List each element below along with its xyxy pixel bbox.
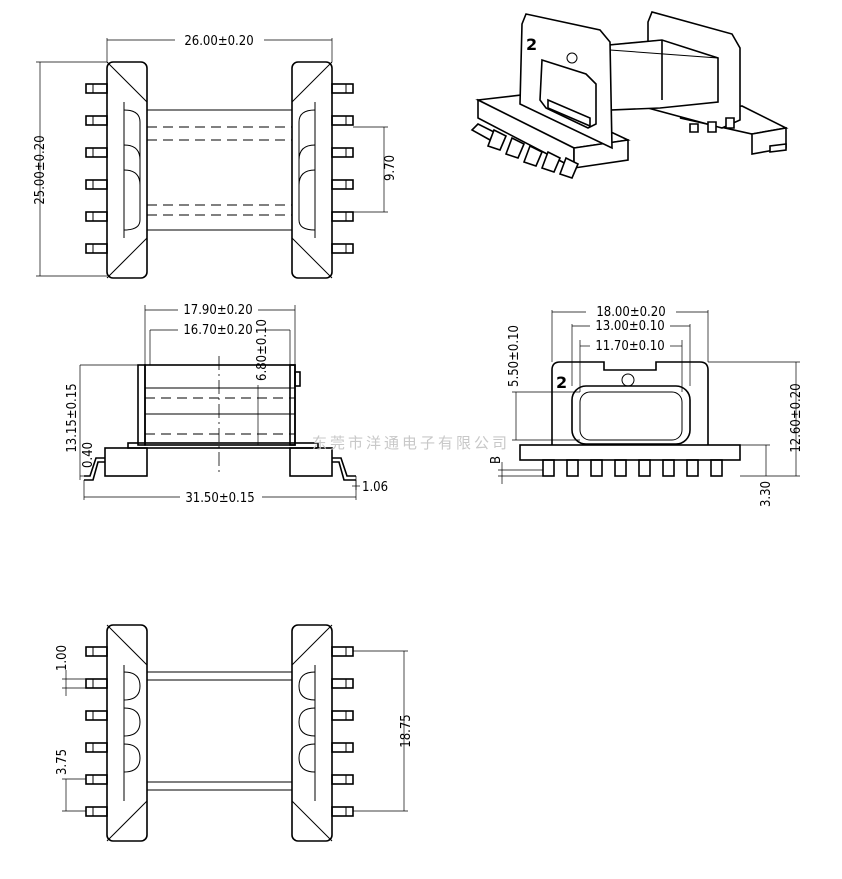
front-pin-number: 2: [556, 373, 567, 392]
front-b-label: B: [489, 456, 504, 464]
side-lead-offset-label: 0.40: [81, 442, 96, 468]
watermark: 东莞市洋通电子有限公司: [312, 434, 510, 452]
front-height-label: 12.60±0.20: [789, 383, 804, 452]
top-width-label: 26.00±0.20: [184, 34, 253, 49]
top-view: 26.00±0.20 25.00±0.20 9.70: [33, 34, 398, 279]
front-width-inner-label: 11.70±0.10: [595, 339, 664, 354]
top-pitch-label: 9.70: [383, 155, 398, 181]
front-pins: [542, 459, 723, 477]
front-width-mid-label: 13.00±0.10: [595, 319, 664, 334]
top-height-label: 25.00±0.20: [33, 135, 48, 204]
side-height-label: 13.15±0.15: [65, 383, 80, 452]
left-pins: [85, 83, 108, 254]
bottom-right-pins: [331, 646, 354, 817]
bottom-left-pins: [85, 646, 108, 817]
side-width-inner-label: 16.70±0.20: [183, 323, 252, 338]
front-width-outer-label: 18.00±0.20: [596, 305, 665, 320]
isometric-view: 2: [470, 11, 789, 179]
side-core-height-label: 6.80±0.10: [255, 319, 270, 381]
side-width-outer-label: 17.90±0.20: [183, 303, 252, 318]
iso-pin-number: 2: [526, 35, 537, 54]
right-pins: [331, 83, 354, 254]
bottom-pin-pitch-label: 3.75: [55, 749, 70, 775]
bottom-pin-span-label: 18.75: [399, 714, 414, 747]
side-view: 17.90±0.20 16.70±0.20 6.80±0.10 13.15±0.…: [65, 303, 388, 506]
front-view: 2 18.00±0.20 13.00±0.10 11.70±0.10: [489, 305, 804, 507]
bottom-pin-width-label: 1.00: [55, 645, 70, 671]
front-base-height-label: 3.30: [759, 481, 774, 507]
side-lead-thickness-label: 1.06: [362, 480, 388, 495]
bottom-view: 1.00 3.75 18.75: [55, 624, 414, 842]
side-length-label: 31.50±0.15: [185, 491, 254, 506]
iso-pins: [470, 117, 787, 179]
front-window-height-label: 5.50±0.10: [507, 325, 522, 387]
